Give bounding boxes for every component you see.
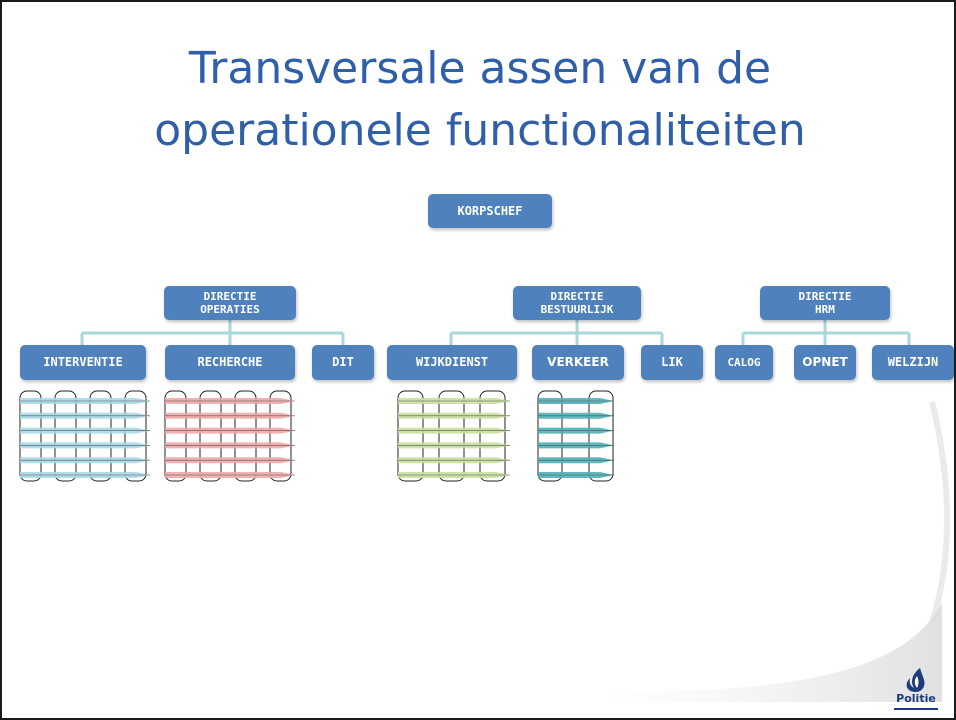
logo-underline xyxy=(894,708,938,710)
box-verkeer: VERKEER xyxy=(532,345,624,380)
box-interventie: INTERVENTIE xyxy=(20,345,146,380)
axis-column xyxy=(537,390,563,482)
box-wijkdienst: WIJKDIENST xyxy=(387,345,517,380)
axis-grid-recherche xyxy=(164,390,295,482)
axis-column xyxy=(479,390,506,482)
title-line-2: operationele functionaliteiten xyxy=(154,105,806,156)
box-directie-hrm: DIRECTIE HRM xyxy=(760,286,890,320)
axis-column xyxy=(199,390,222,482)
title-line-1: Transversale assen van de xyxy=(188,43,772,94)
box-recherche: RECHERCHE xyxy=(165,345,295,380)
box-calog: CALOG xyxy=(715,345,773,380)
box-directie-operaties: DIRECTIE OPERATIES xyxy=(164,286,296,320)
axis-column xyxy=(397,390,424,482)
box-korpschef: KORPSCHEF xyxy=(428,194,552,228)
axis-grid-verkeer xyxy=(537,390,614,482)
axis-column xyxy=(164,390,187,482)
politie-logo-text: Politie xyxy=(896,692,936,705)
box-welzijn: WELZIJN xyxy=(872,345,954,380)
axis-column xyxy=(588,390,614,482)
axis-grid-interventie xyxy=(19,390,150,482)
axis-column xyxy=(124,390,147,482)
box-dit: DIT xyxy=(312,345,374,380)
axis-grid-wijkdienst xyxy=(397,390,510,482)
axis-column xyxy=(269,390,292,482)
axis-column xyxy=(19,390,42,482)
box-opnet: OPNET xyxy=(794,345,856,380)
box-directie-bestuurlijk: DIRECTIE BESTUURLIJK xyxy=(513,286,641,320)
box-lik: LIK xyxy=(641,345,703,380)
axis-column xyxy=(234,390,257,482)
axis-column xyxy=(438,390,465,482)
slide-title: Transversale assen van de operationele f… xyxy=(62,38,898,162)
politie-flame-icon xyxy=(906,668,925,692)
axis-column xyxy=(89,390,112,482)
axis-column xyxy=(54,390,77,482)
